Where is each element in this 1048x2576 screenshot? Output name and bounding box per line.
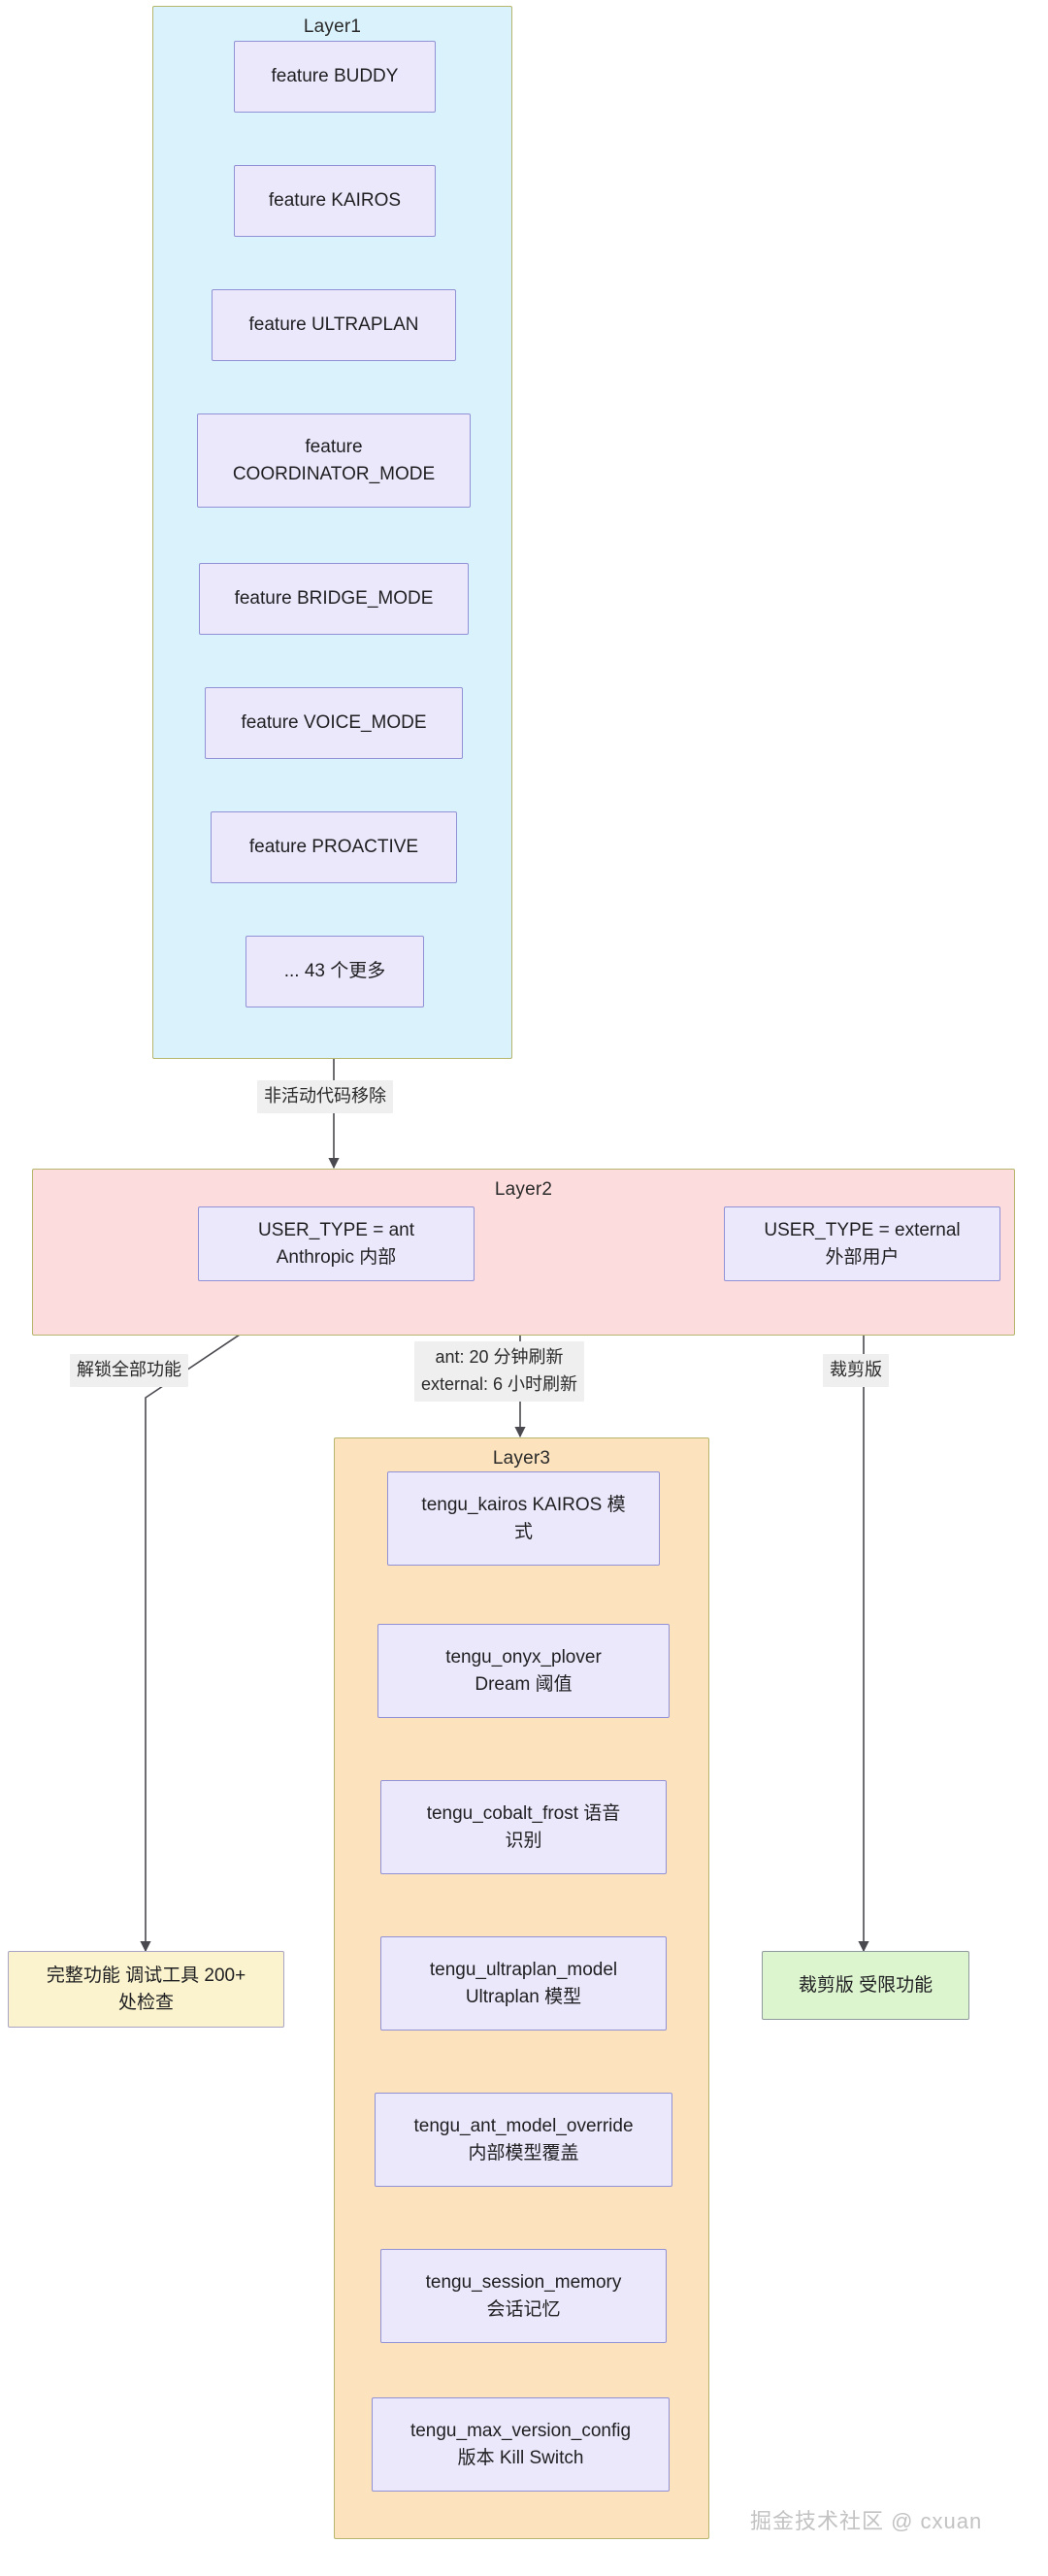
edge-label-refresh-intervals: ant: 20 分钟刷新 external: 6 小时刷新 <box>414 1341 585 1402</box>
edge-label-trimmed-version: 裁剪版 <box>823 1354 889 1387</box>
subgraph-layer2-title: Layer2 <box>494 1179 553 1200</box>
node-tengu-max-version-config[interactable]: tengu_max_version_config 版本 Kill Switch <box>372 2397 670 2492</box>
node-feature-kairos[interactable]: feature KAIROS <box>234 165 436 237</box>
node-user-type-ant[interactable]: USER_TYPE = ant Anthropic 内部 <box>198 1206 475 1281</box>
node-feature-coordinator-mode[interactable]: feature COORDINATOR_MODE <box>197 413 471 508</box>
node-tengu-kairos[interactable]: tengu_kairos KAIROS 模 式 <box>387 1471 660 1566</box>
node-trimmed-limited-terminal[interactable]: 裁剪版 受限功能 <box>762 1951 969 2020</box>
node-feature-voice-mode[interactable]: feature VOICE_MODE <box>205 687 463 759</box>
watermark-text: 掘金技术社区 @ cxuan <box>750 2509 983 2533</box>
subgraph-layer1-title: Layer1 <box>303 17 362 37</box>
node-feature-buddy[interactable]: feature BUDDY <box>234 41 436 113</box>
node-tengu-onyx-plover[interactable]: tengu_onyx_plover Dream 阈值 <box>377 1624 670 1718</box>
edge-label-inactive-code-removal: 非活动代码移除 <box>257 1080 393 1113</box>
node-full-features-terminal[interactable]: 完整功能 调试工具 200+ 处检查 <box>8 1951 284 2028</box>
node-feature-ultraplan[interactable]: feature ULTRAPLAN <box>212 289 456 361</box>
subgraph-layer1: Layer1 <box>152 6 512 1059</box>
subgraph-layer3-title: Layer3 <box>492 1448 551 1469</box>
node-43-more[interactable]: ... 43 个更多 <box>246 936 424 1007</box>
node-user-type-external[interactable]: USER_TYPE = external 外部用户 <box>724 1206 1000 1281</box>
node-tengu-ultraplan-model[interactable]: tengu_ultraplan_model Ultraplan 模型 <box>380 1936 667 2031</box>
edge-label-unlock-all-features: 解锁全部功能 <box>70 1354 188 1387</box>
node-tengu-cobalt-frost[interactable]: tengu_cobalt_frost 语音 识别 <box>380 1780 667 1874</box>
node-feature-proactive[interactable]: feature PROACTIVE <box>211 811 457 883</box>
node-tengu-ant-model-override[interactable]: tengu_ant_model_override 内部模型覆盖 <box>375 2093 672 2187</box>
node-tengu-session-memory[interactable]: tengu_session_memory 会话记忆 <box>380 2249 667 2343</box>
node-feature-bridge-mode[interactable]: feature BRIDGE_MODE <box>199 563 469 635</box>
